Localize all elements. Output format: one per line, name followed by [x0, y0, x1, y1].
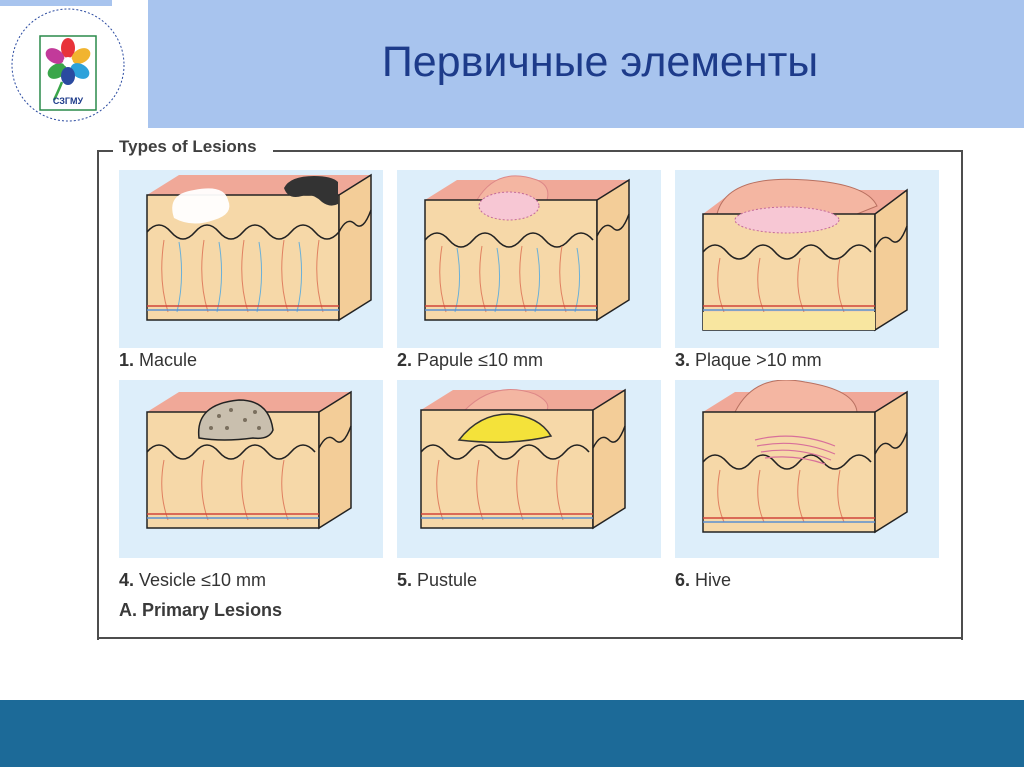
- papule-lesion: [478, 191, 540, 221]
- panel-hive: [675, 380, 939, 558]
- figure-title: Types of Lesions: [119, 137, 257, 156]
- panel-papule: [397, 170, 661, 348]
- caption-macule: Macule: [139, 350, 198, 370]
- panel-pustule: [397, 380, 661, 558]
- flower-icon: [45, 38, 91, 101]
- footer-band: [0, 700, 1024, 767]
- macule-dark-patch: [284, 176, 338, 206]
- logo-text: СЗГМУ: [53, 96, 84, 106]
- caption-vesicle: Vesicle ≤10 mm: [139, 570, 266, 590]
- figure-frame: [97, 150, 963, 640]
- panel-plaque: [675, 170, 939, 348]
- pustule-lesion: [457, 413, 553, 443]
- logo-top-bar: [0, 0, 112, 6]
- panel-number: 3.: [675, 350, 691, 370]
- panel-number: 5.: [397, 570, 413, 590]
- macule-white-patch: [172, 188, 230, 224]
- slide-title: Первичные элементы: [381, 38, 819, 86]
- lesion-figure: Types of Lesions 1. Macule: [97, 126, 963, 642]
- caption-hive: Hive: [695, 570, 732, 590]
- caption-plaque: Plaque >10 mm: [695, 350, 822, 370]
- panel-number: 2.: [397, 350, 413, 370]
- skin-block-side: [338, 173, 372, 322]
- panel-vesicle: [119, 380, 383, 558]
- header-band: [0, 0, 1024, 128]
- panel-macule: [119, 170, 383, 348]
- plaque-lesion: [734, 206, 840, 234]
- logo-area: СЗГМУ: [0, 0, 148, 128]
- vesicle-lesion: [197, 399, 274, 441]
- hive-lesion: [754, 435, 836, 465]
- caption-papule: Papule ≤10 mm: [417, 350, 543, 370]
- panel-number: 4.: [119, 570, 135, 590]
- panel-number: 6.: [675, 570, 691, 590]
- caption-pustule: Pustule: [417, 570, 478, 590]
- university-logo: СЗГМУ: [11, 8, 125, 122]
- section-label: A. Primary Lesions: [119, 600, 283, 620]
- panel-number: 1.: [119, 350, 135, 370]
